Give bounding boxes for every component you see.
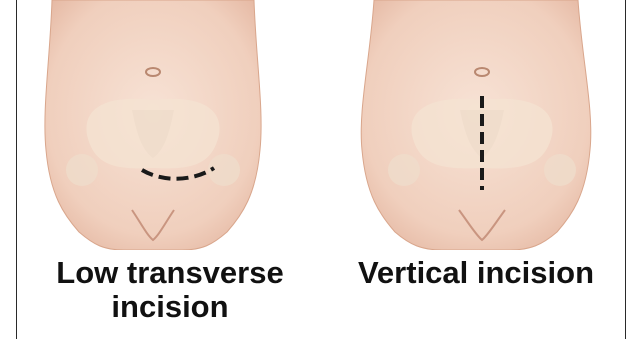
caption-low-transverse-line1: Low transverse [36,256,304,290]
torso-vertical-svg [354,0,598,250]
caption-vertical: Vertical incision [336,256,616,290]
torso-illustration-vertical [354,0,598,250]
torso-illustration-low-transverse [42,0,264,250]
caption-vertical-line1: Vertical incision [336,256,616,290]
hip-joint-right [544,154,576,186]
caption-low-transverse: Low transverse incision [36,256,304,324]
hip-joint-left [66,154,98,186]
hip-joint-left [388,154,420,186]
caption-low-transverse-line2: incision [36,290,304,324]
torso-low-transverse-svg [42,0,264,250]
